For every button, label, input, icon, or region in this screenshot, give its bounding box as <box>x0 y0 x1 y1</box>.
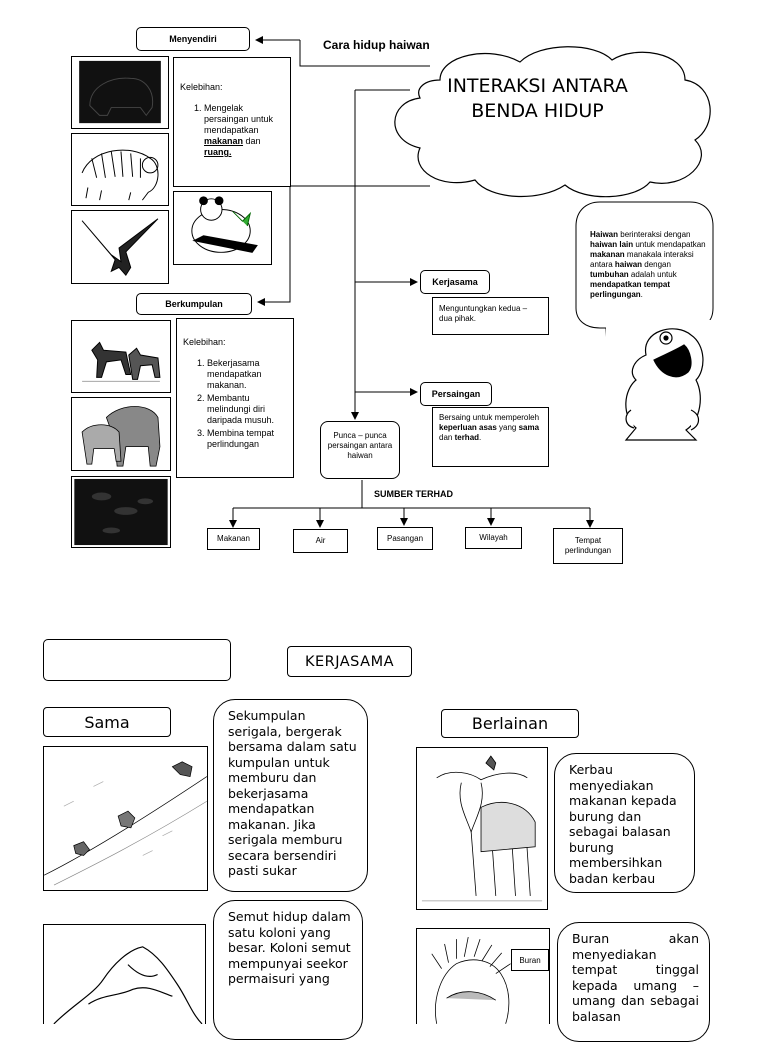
ants-image <box>71 476 171 548</box>
berlainan-heading: Berlainan <box>441 709 579 738</box>
panda-image <box>173 191 272 265</box>
semut-text-bubble: Semut hidup dalam satu koloni yang besar… <box>213 900 363 1040</box>
kelebihan-item: Mengelak persaingan untuk mendapatkan ma… <box>204 103 284 158</box>
resource-wilayah: Wilayah <box>465 527 522 549</box>
anemone-crab-image: Buran <box>416 928 550 1024</box>
resource-tempat-perlindungan: Tempat perlindungan <box>553 528 623 564</box>
bear-image <box>71 56 169 129</box>
resource-air: Air <box>293 529 348 553</box>
resource-makanan: Makanan <box>207 528 260 550</box>
tiger-image <box>71 133 169 206</box>
kelebihan-item: Membina tempat perlindungan <box>207 428 287 450</box>
kelebihan-menyendiri-box: Kelebihan: Mengelak persaingan untuk men… <box>173 57 291 187</box>
elephants-image <box>71 397 171 471</box>
buran-text-bubble: Buran akan menyediakan tempat tinggal ke… <box>557 922 710 1042</box>
kelebihan-heading: Kelebihan: <box>180 82 223 92</box>
kerjasama-desc-box: Menguntungkan kedua – dua pihak. <box>432 297 549 335</box>
eagle-image <box>71 210 169 284</box>
wolves-image <box>71 320 171 393</box>
sama-heading: Sama <box>43 707 171 737</box>
cara-hidup-label: Cara hidup haiwan <box>323 38 430 52</box>
persaingan-box: Persaingan <box>420 382 492 406</box>
kerjasama-title: KERJASAMA <box>287 646 412 677</box>
frog-illustration <box>606 320 722 450</box>
cloud-title: INTERAKSI ANTARA BENDA HIDUP <box>447 75 628 122</box>
ant-colony-image <box>43 924 206 1024</box>
buran-label: Buran <box>511 949 549 971</box>
kelebihan-heading: Kelebihan: <box>183 337 226 347</box>
menyendiri-box: Menyendiri <box>136 27 250 51</box>
berkumpulan-box: Berkumpulan <box>136 293 252 315</box>
sumber-terhad-label: SUMBER TERHAD <box>374 489 454 499</box>
blank-title-box <box>43 639 231 681</box>
resource-pasangan: Pasangan <box>377 527 433 550</box>
connector-lines <box>229 36 594 528</box>
kelebihan-item: Bekerjasama mendapatkan makanan. <box>207 358 287 391</box>
kelebihan-berkumpulan-box: Kelebihan: Bekerjasama mendapatkan makan… <box>176 318 294 478</box>
buffalo-image <box>416 747 548 910</box>
kerbau-text-bubble: Kerbau menyediakan makanan kepada burung… <box>554 753 695 893</box>
kerjasama-box: Kerjasama <box>420 270 490 294</box>
kelebihan-item: Membantu melindungi diri daripada musuh. <box>207 393 287 426</box>
speech-text: Haiwan berinteraksi dengan haiwan lain u… <box>590 230 706 299</box>
wolves-hunting-image <box>43 746 208 891</box>
punca-box: Punca – punca persaingan antara haiwan <box>320 421 400 479</box>
cloud-shape <box>394 46 711 198</box>
serigala-text-bubble: Sekumpulan serigala, bergerak bersama da… <box>213 699 368 892</box>
persaingan-desc-box: Bersaing untuk memperoleh keperluan asas… <box>432 407 549 467</box>
